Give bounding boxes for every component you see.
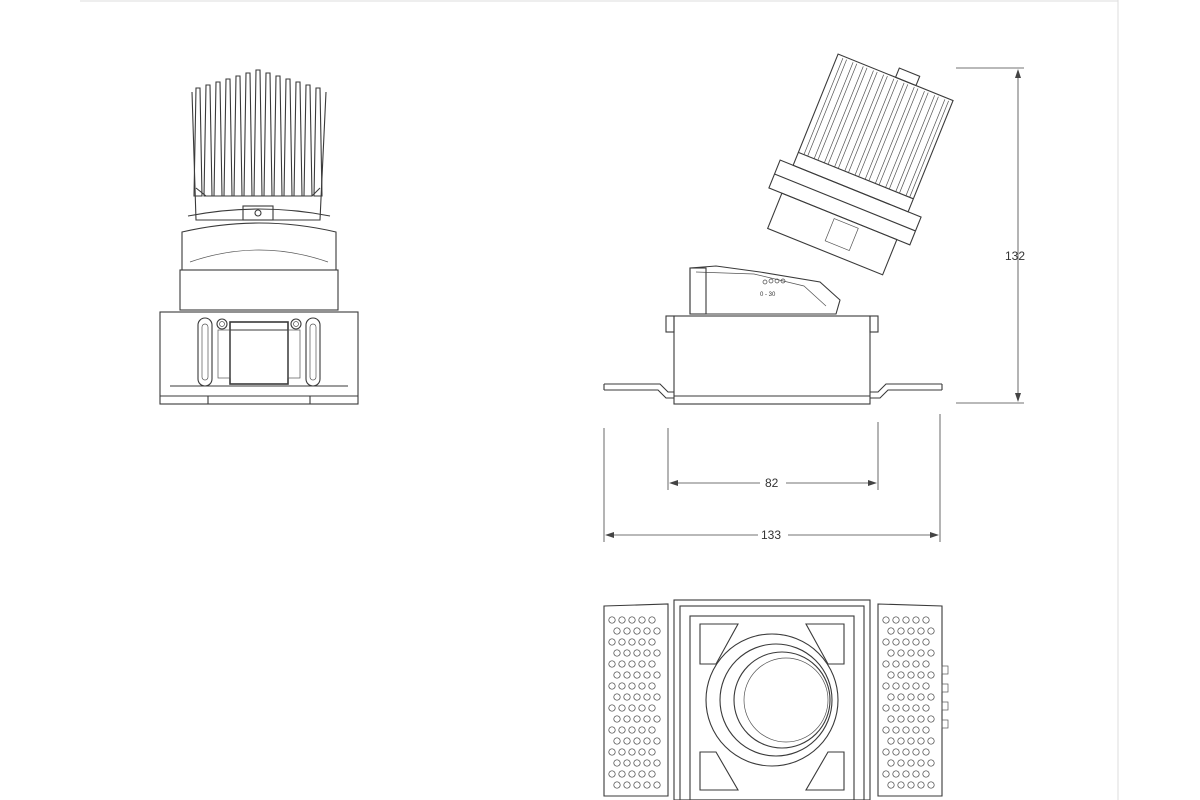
top-lens-outer: [705, 633, 839, 767]
top-trim-frame: [673, 599, 871, 800]
front-right-screw-icon: [290, 318, 302, 330]
dimension-inner-width: 82: [667, 422, 879, 490]
inner-width-dimension-label: 82: [765, 476, 779, 490]
side-housing: [673, 315, 871, 405]
side-left-flange: [604, 383, 674, 393]
front-housing: [159, 311, 359, 405]
front-view: [159, 69, 359, 405]
front-screw-icon: [254, 209, 262, 217]
right-flange-holes: [882, 616, 935, 789]
tilt-dot-icon: [774, 278, 780, 284]
side-heatsink: [766, 53, 954, 276]
top-left-flange: [603, 603, 669, 797]
top-lens-inner: [733, 651, 831, 749]
tilt-dot-icon: [780, 278, 786, 284]
top-view: [603, 599, 949, 800]
top-right-flange: [877, 603, 943, 797]
front-center-bracket: [229, 321, 289, 385]
front-screw-plate: [242, 205, 274, 221]
height-dimension-label: 132: [1005, 249, 1025, 263]
tilt-dot-icon: [762, 279, 768, 285]
side-view: 0 - 30: [603, 53, 954, 405]
outer-width-dimension-label: 133: [761, 528, 781, 542]
dimension-outer-width: 133: [603, 414, 941, 542]
dimension-height: 132: [956, 67, 1025, 404]
front-left-screw-icon: [216, 318, 228, 330]
left-flange-holes: [608, 616, 661, 789]
side-right-flange: [870, 383, 942, 393]
front-heatsink-fins: [193, 69, 323, 197]
tilt-dot-icon: [768, 278, 774, 284]
tilt-range-label: 0 - 30: [760, 292, 776, 298]
